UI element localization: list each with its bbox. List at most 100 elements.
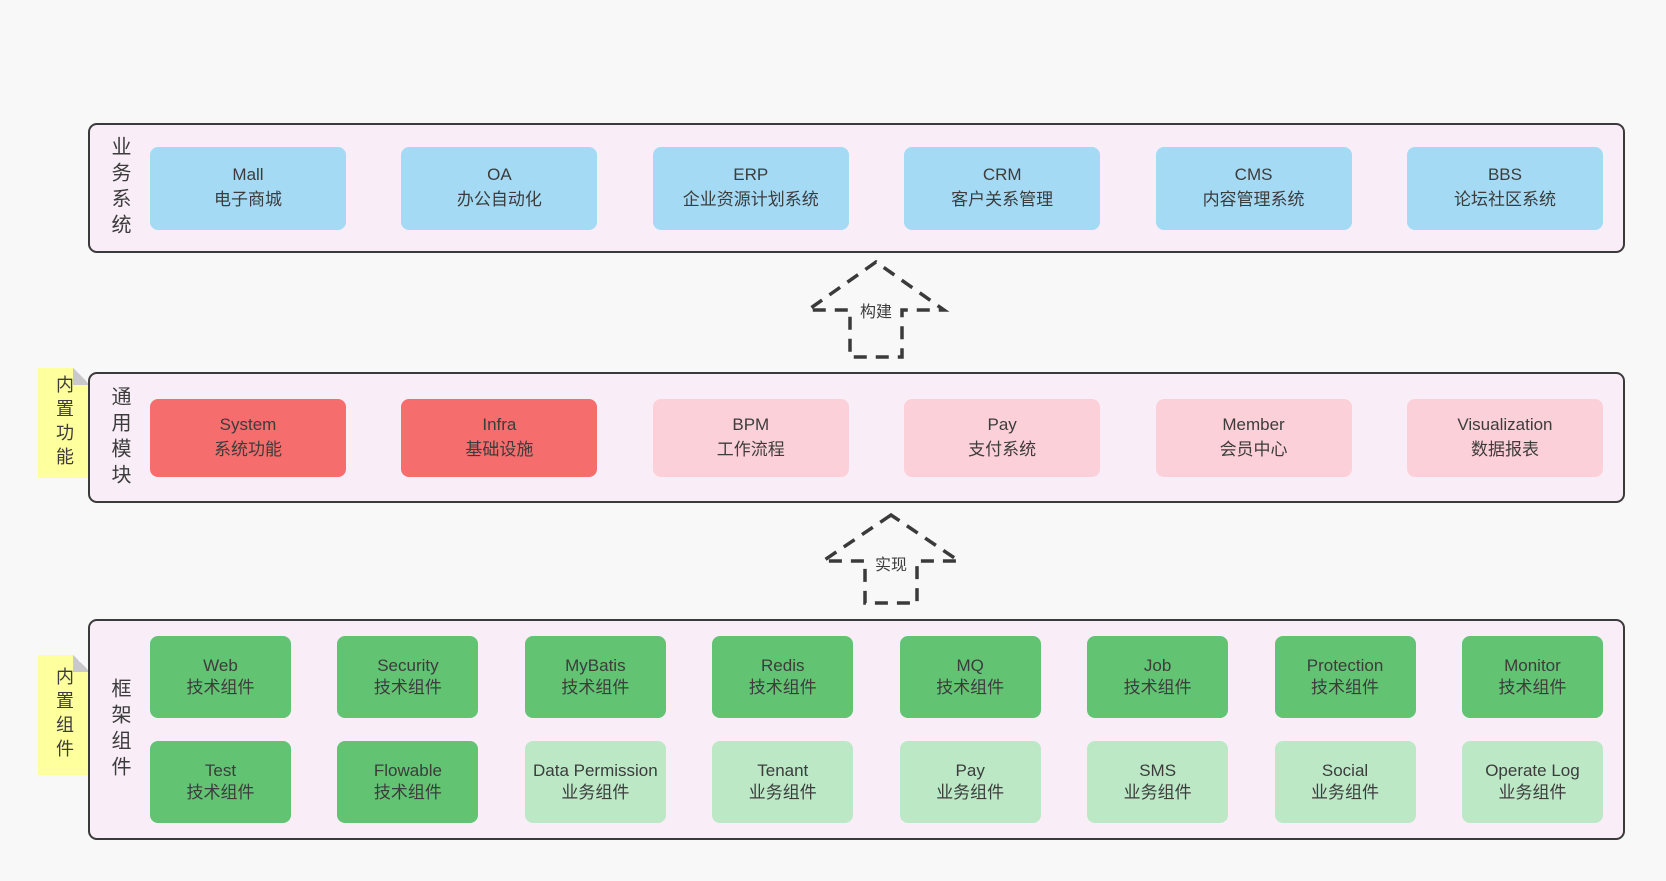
box-title: BBS bbox=[1487, 165, 1522, 185]
box-title: Operate Log bbox=[1485, 760, 1580, 780]
box-subtitle: 论坛社区系统 bbox=[1453, 190, 1556, 209]
box-protection: Protection 技术组件 bbox=[1274, 636, 1416, 718]
box-security: Security 技术组件 bbox=[337, 636, 479, 718]
sticky-fold-icon bbox=[73, 368, 90, 385]
box-subtitle: 技术组件 bbox=[373, 783, 442, 802]
box-tenant: Tenant 业务组件 bbox=[712, 741, 854, 823]
panel-business-label: 业务系统 bbox=[90, 125, 148, 251]
box-oa: OA 办公自动化 bbox=[401, 146, 598, 230]
box-subtitle: 工作流程 bbox=[716, 439, 785, 459]
box-job: Job 技术组件 bbox=[1087, 636, 1229, 718]
components-boxes-grid: Web 技术组件 Security 技术组件 MyBatis 技术组件 Redi… bbox=[148, 621, 1623, 838]
box-sms: SMS 业务组件 bbox=[1087, 741, 1229, 823]
sticky-note-builtin-components: 内置组件 bbox=[38, 655, 90, 775]
box-subtitle: 业务组件 bbox=[1498, 783, 1567, 802]
box-data-permission: Data Permission 业务组件 bbox=[524, 741, 666, 823]
panel-business-systems: 业务系统 Mall 电子商城 OA 办公自动化 ERP 企业资源计划系统 CRM… bbox=[88, 123, 1625, 253]
box-redis: Redis 技术组件 bbox=[712, 636, 854, 718]
box-subtitle: 企业资源计划系统 bbox=[682, 190, 819, 209]
box-test: Test 技术组件 bbox=[150, 741, 291, 823]
box-subtitle: 技术组件 bbox=[936, 678, 1005, 697]
arrow-build-label: 构建 bbox=[855, 297, 897, 323]
box-title: ERP bbox=[733, 165, 769, 185]
up-arrow-icon bbox=[802, 259, 950, 359]
box-subtitle: 技术组件 bbox=[748, 678, 817, 697]
arrow-up-build bbox=[796, 256, 956, 367]
box-title: Mall bbox=[232, 165, 264, 185]
box-title: SMS bbox=[1139, 760, 1177, 780]
box-subtitle: 系统功能 bbox=[214, 439, 282, 459]
box-title: Web bbox=[203, 655, 238, 675]
sticky-builtin-features-text: 内置功能 bbox=[54, 375, 74, 471]
modules-boxes-row: System 系统功能 Infra 基础设施 BPM 工作流程 Pay 支付系统… bbox=[148, 374, 1623, 501]
box-title: Infra bbox=[482, 414, 517, 434]
box-erp: ERP 企业资源计划系统 bbox=[652, 146, 849, 230]
components-row-1: Web 技术组件 Security 技术组件 MyBatis 技术组件 Redi… bbox=[150, 636, 1603, 718]
box-subtitle: 技术组件 bbox=[186, 783, 255, 802]
box-title: Tenant bbox=[757, 760, 809, 780]
box-pay-system: Pay 支付系统 bbox=[904, 398, 1101, 477]
panel-components-label-text: 框架组件 bbox=[108, 677, 130, 782]
box-monitor: Monitor 技术组件 bbox=[1461, 636, 1603, 718]
box-title: CMS bbox=[1234, 165, 1273, 185]
box-subtitle: 支付系统 bbox=[968, 439, 1037, 459]
box-subtitle: 业务组件 bbox=[561, 783, 630, 802]
box-visualization: Visualization 数据报表 bbox=[1406, 398, 1603, 477]
box-subtitle: 电子商城 bbox=[214, 190, 282, 209]
box-title: Data Permission bbox=[532, 760, 658, 780]
box-title: Job bbox=[1143, 655, 1172, 675]
box-mq: MQ 技术组件 bbox=[899, 636, 1041, 718]
box-title: Member bbox=[1222, 414, 1285, 434]
box-title: Protection bbox=[1306, 655, 1384, 675]
box-title: Social bbox=[1321, 760, 1369, 780]
box-subtitle: 技术组件 bbox=[1123, 678, 1192, 697]
business-boxes-row: Mall 电子商城 OA 办公自动化 ERP 企业资源计划系统 CRM 客户关系… bbox=[148, 125, 1623, 251]
box-title: Security bbox=[377, 655, 439, 675]
box-title: Monitor bbox=[1504, 655, 1561, 675]
box-title: BPM bbox=[732, 414, 770, 434]
panel-modules-label-text: 通用模块 bbox=[108, 385, 130, 490]
sticky-note-builtin-features: 内置功能 bbox=[38, 368, 90, 478]
box-system: System 系统功能 bbox=[150, 398, 346, 477]
box-crm: CRM 客户关系管理 bbox=[904, 146, 1101, 230]
sticky-builtin-components-text: 内置组件 bbox=[54, 667, 74, 763]
box-infra: Infra 基础设施 bbox=[401, 398, 598, 477]
box-subtitle: 数据报表 bbox=[1470, 439, 1539, 459]
box-subtitle: 业务组件 bbox=[936, 783, 1005, 802]
box-subtitle: 会员中心 bbox=[1219, 439, 1288, 459]
box-subtitle: 客户关系管理 bbox=[951, 190, 1054, 209]
box-web: Web 技术组件 bbox=[150, 636, 291, 718]
box-subtitle: 技术组件 bbox=[561, 678, 630, 697]
box-bbs: BBS 论坛社区系统 bbox=[1406, 146, 1603, 230]
box-subtitle: 业务组件 bbox=[748, 783, 817, 802]
box-title: Redis bbox=[761, 655, 805, 675]
box-subtitle: 基础设施 bbox=[465, 439, 534, 459]
box-pay-component: Pay 业务组件 bbox=[899, 741, 1041, 823]
panel-common-modules: 通用模块 System 系统功能 Infra 基础设施 BPM 工作流程 Pay… bbox=[88, 372, 1625, 503]
box-title: Pay bbox=[955, 760, 985, 780]
arrow-implement-label: 实现 bbox=[870, 550, 912, 576]
sticky-fold-icon bbox=[73, 655, 90, 672]
box-subtitle: 技术组件 bbox=[186, 678, 255, 697]
box-subtitle: 技术组件 bbox=[1498, 678, 1567, 697]
box-mybatis: MyBatis 技术组件 bbox=[524, 636, 666, 718]
box-subtitle: 技术组件 bbox=[1311, 678, 1380, 697]
box-subtitle: 技术组件 bbox=[373, 678, 442, 697]
box-title: MyBatis bbox=[565, 655, 626, 675]
box-subtitle: 业务组件 bbox=[1123, 783, 1192, 802]
box-title: Flowable bbox=[373, 760, 442, 780]
box-title: CRM bbox=[982, 165, 1022, 185]
box-title: Test bbox=[204, 760, 237, 780]
panel-business-label-text: 业务系统 bbox=[108, 136, 130, 240]
box-subtitle: 内容管理系统 bbox=[1202, 190, 1305, 209]
up-arrow-icon bbox=[817, 512, 965, 605]
box-title: Visualization bbox=[1457, 414, 1553, 434]
components-row-2: Test 技术组件 Flowable 技术组件 Data Permission … bbox=[150, 741, 1603, 823]
box-bpm: BPM 工作流程 bbox=[652, 398, 849, 477]
panel-framework-components: 框架组件 Web 技术组件 Security 技术组件 MyBatis 技术组件… bbox=[88, 619, 1625, 840]
box-operate-log: Operate Log 业务组件 bbox=[1461, 741, 1603, 823]
box-title: Pay bbox=[987, 414, 1017, 434]
box-title: OA bbox=[487, 165, 512, 185]
box-subtitle: 办公自动化 bbox=[456, 190, 542, 209]
